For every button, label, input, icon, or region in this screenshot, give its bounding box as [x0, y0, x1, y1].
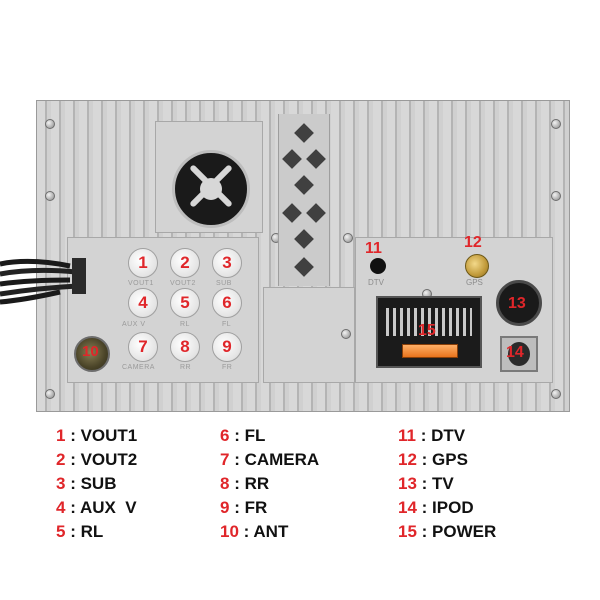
- power-connector-icon[interactable]: [376, 296, 482, 368]
- gps-label: GPS: [466, 278, 483, 287]
- rca-jack-icon[interactable]: 5: [170, 288, 200, 318]
- diamond-vent-icon: [294, 257, 314, 277]
- rca-jack-icon[interactable]: 7: [128, 332, 158, 362]
- legend-item: 9 : FR: [220, 498, 268, 517]
- screw-icon: [551, 389, 561, 399]
- gps-connector-icon[interactable]: [465, 254, 489, 278]
- legend-item: 2 : VOUT2: [56, 450, 138, 469]
- fan-icon: [172, 150, 250, 228]
- ant-number: 10: [82, 343, 99, 360]
- legend-item: 13 : TV: [398, 474, 454, 493]
- ipod-number: 14: [506, 344, 524, 361]
- rca-jack-icon[interactable]: 8: [170, 332, 200, 362]
- screw-icon: [45, 119, 55, 129]
- screw-icon: [343, 233, 353, 243]
- jack-caption: RR: [180, 364, 192, 371]
- rca-jack-icon[interactable]: 4: [128, 288, 158, 318]
- fan-hub: [200, 178, 222, 200]
- legend-item: 5 : RL: [56, 522, 104, 541]
- rca-jack-icon[interactable]: 6: [212, 288, 242, 318]
- rca-jack-icon[interactable]: 9: [212, 332, 242, 362]
- tv-number: 13: [508, 295, 526, 312]
- center-lower-panel: [263, 287, 355, 383]
- power-number: 15: [418, 322, 436, 339]
- legend-item: 10 : ANT: [220, 522, 289, 541]
- antenna-port-icon[interactable]: [74, 336, 110, 372]
- legend-item: 8 : RR: [220, 474, 270, 493]
- gps-number: 12: [464, 234, 482, 251]
- cable-bundle: [0, 258, 86, 305]
- screw-icon: [551, 119, 561, 129]
- legend-column-3: 11 : DTV 12 : GPS 13 : TV 14 : IPOD 15 :…: [398, 424, 496, 544]
- diamond-vent-icon: [306, 203, 326, 223]
- screw-icon: [551, 191, 561, 201]
- dtv-port-icon[interactable]: [370, 258, 386, 274]
- rca-jack-icon[interactable]: 2: [170, 248, 200, 278]
- diamond-vent-icon: [282, 203, 302, 223]
- fuse-icon: [402, 344, 458, 358]
- screw-icon: [45, 191, 55, 201]
- ipod-port-icon[interactable]: [500, 336, 538, 372]
- rca-jack-icon[interactable]: 1: [128, 248, 158, 278]
- ipod-socket: [508, 342, 530, 366]
- jack-caption: RL: [180, 321, 190, 328]
- legend-item: 7 : CAMERA: [220, 450, 320, 469]
- dtv-label: DTV: [368, 278, 384, 287]
- center-spine: [278, 114, 330, 286]
- legend-column-1: 1 : VOUT1 2 : VOUT2 3 : SUB 4 : AUX V 5 …: [56, 424, 137, 544]
- legend-item: 4 : AUX V: [56, 498, 137, 517]
- jack-caption: SUB: [216, 280, 232, 287]
- power-pins: [386, 308, 472, 336]
- legend-item: 12 : GPS: [398, 450, 468, 469]
- diamond-vent-icon: [306, 149, 326, 169]
- jack-caption: VOUT1: [128, 280, 154, 287]
- legend-column-2: 6 : FL 7 : CAMERA 8 : RR 9 : FR 10 : ANT: [220, 424, 319, 544]
- legend-item: 11 : DTV: [398, 426, 466, 445]
- jack-caption: FR: [222, 364, 233, 371]
- diamond-vent-icon: [294, 123, 314, 143]
- diamond-vent-icon: [294, 229, 314, 249]
- legend-item: 14 : IPOD: [398, 498, 474, 517]
- tv-port-icon[interactable]: [496, 280, 542, 326]
- diamond-vent-icon: [294, 175, 314, 195]
- jack-caption: AUX V: [122, 321, 146, 328]
- dtv-number: 11: [365, 240, 382, 257]
- legend-item: 6 : FL: [220, 426, 266, 445]
- jack-caption: CAMERA: [122, 364, 155, 371]
- jack-caption: VOUT2: [170, 280, 196, 287]
- legend-item: 15 : POWER: [398, 522, 497, 541]
- legend-item: 3 : SUB: [56, 474, 117, 493]
- rca-jack-icon[interactable]: 3: [212, 248, 242, 278]
- jack-caption: FL: [222, 321, 232, 328]
- screw-icon: [341, 329, 351, 339]
- screw-icon: [45, 389, 55, 399]
- legend-item: 1 : VOUT1: [56, 426, 138, 445]
- diamond-vent-icon: [282, 149, 302, 169]
